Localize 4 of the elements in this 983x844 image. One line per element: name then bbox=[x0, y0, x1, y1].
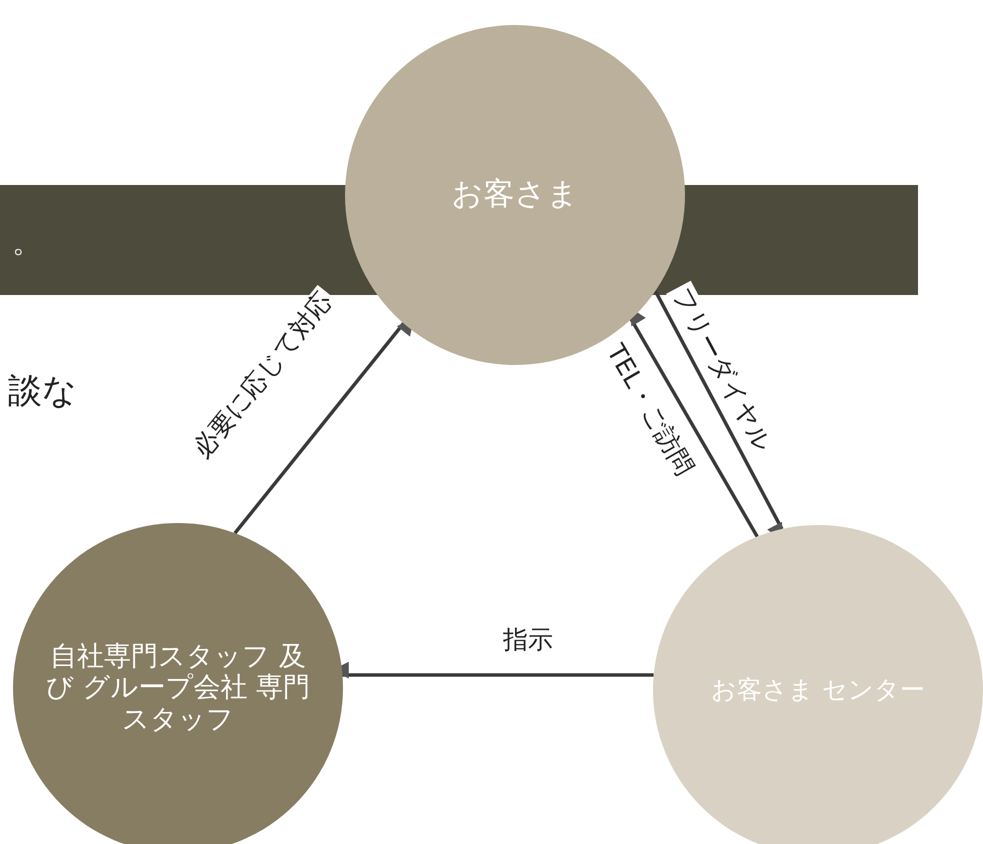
circle-node: 自社専門スタッフ 及び グループ会社 専門スタッフ bbox=[13, 523, 343, 844]
text-fragment: 談な bbox=[8, 370, 77, 413]
circle-node: お客さま センター bbox=[653, 525, 983, 844]
text-fragment: 。 bbox=[12, 224, 42, 262]
